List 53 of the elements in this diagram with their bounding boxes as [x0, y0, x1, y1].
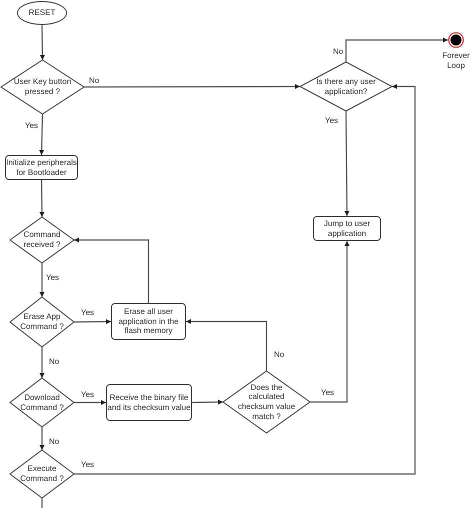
edge-label: Yes — [320, 388, 336, 397]
node-text: RESET — [28, 8, 56, 18]
node-text: Execute Command ? — [19, 464, 65, 484]
arrow — [186, 319, 268, 371]
edge-label: Yes — [45, 273, 60, 282]
edge-label: No — [273, 350, 286, 359]
arrow — [40, 25, 45, 60]
arrow — [39, 114, 44, 156]
arrow — [40, 263, 44, 297]
process-box — [313, 216, 381, 241]
node-text: Is there any user application? — [315, 76, 377, 96]
arrow — [74, 238, 150, 303]
edge-label: Yes — [80, 308, 96, 317]
node-text: Download Command ? — [19, 392, 65, 412]
node-text: Erase App Command ? — [19, 312, 65, 332]
edge-label: No — [48, 437, 60, 446]
arrow — [310, 241, 350, 403]
edge-label: No — [88, 76, 100, 85]
arrow — [74, 319, 111, 324]
arrow — [84, 84, 300, 89]
arrow — [345, 38, 448, 62]
arrow — [192, 400, 224, 405]
arrow — [39, 180, 44, 217]
decision-diamond — [10, 378, 74, 427]
process-box — [111, 303, 186, 340]
edge-label: Yes — [80, 460, 96, 469]
decision-diamond — [300, 62, 392, 111]
edge-label: No — [332, 47, 344, 56]
edge-label: No — [48, 357, 60, 366]
process-box — [106, 384, 192, 421]
edge-label: Yes — [324, 116, 340, 125]
node-text: Erase all user application in the flash memory — [117, 307, 180, 336]
start-ellipse — [17, 1, 67, 25]
arrow — [40, 347, 44, 378]
decision-diamond — [1, 60, 84, 114]
end-circle — [448, 32, 464, 48]
node-text: Command received ? — [22, 230, 62, 250]
decision-diamond — [10, 297, 74, 347]
edge-label: Yes — [80, 390, 96, 399]
edge-label: Yes — [24, 121, 40, 130]
decision-diamond — [223, 371, 310, 433]
decision-diamond — [10, 217, 74, 263]
node-text: User Key button pressed ? — [12, 77, 72, 97]
node-text: Initialize peripherals for Bootloader — [6, 158, 77, 178]
arrow — [344, 111, 350, 216]
node-text: Does the calculated checksum value match ? — [236, 382, 296, 422]
node-caption: Forever Loop — [441, 51, 471, 71]
arrow — [74, 400, 106, 405]
decision-diamond — [10, 450, 74, 498]
node-text: Jump to user application — [322, 218, 372, 238]
arrow — [74, 84, 416, 475]
node-text: Receive the binary file and its checksum value — [107, 392, 191, 412]
arrow — [40, 427, 44, 450]
